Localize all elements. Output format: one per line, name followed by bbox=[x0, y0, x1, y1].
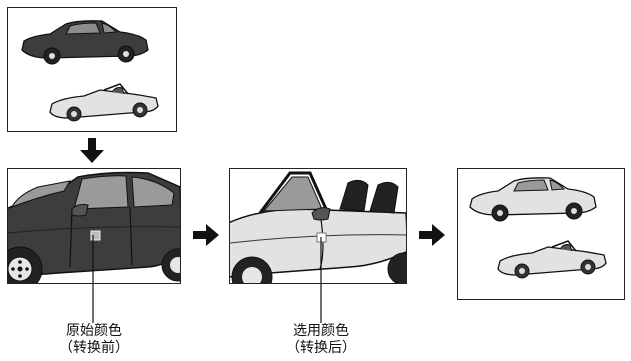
dark-sedan-closeup bbox=[8, 169, 180, 283]
caption-original-line2: （转换前） bbox=[59, 340, 129, 356]
arrow-right-icon bbox=[419, 224, 445, 246]
result-panel bbox=[457, 168, 625, 300]
caption-original-line1: 原始颜色 bbox=[66, 323, 122, 339]
caption-selected: 选用颜色 （转换后） bbox=[271, 323, 371, 357]
arrow-down-icon bbox=[80, 138, 104, 163]
source-cars-illustration bbox=[21, 20, 159, 122]
pointer-line-original bbox=[92, 235, 94, 323]
selected-color-panel bbox=[229, 168, 407, 284]
light-convertible-closeup bbox=[230, 169, 406, 283]
caption-selected-line2: （转换后） bbox=[286, 340, 356, 356]
caption-selected-line1: 选用颜色 bbox=[293, 323, 349, 339]
light-convertible bbox=[49, 83, 159, 122]
original-color-panel bbox=[7, 168, 181, 284]
dark-sedan bbox=[21, 20, 149, 65]
light-convertible-result bbox=[497, 240, 607, 279]
arrow-right-icon bbox=[193, 224, 219, 246]
source-panel bbox=[7, 7, 177, 132]
light-sedan bbox=[469, 177, 597, 222]
caption-original: 原始颜色 （转换前） bbox=[44, 323, 144, 357]
pointer-line-selected bbox=[320, 237, 322, 323]
result-cars-illustration bbox=[469, 177, 607, 279]
